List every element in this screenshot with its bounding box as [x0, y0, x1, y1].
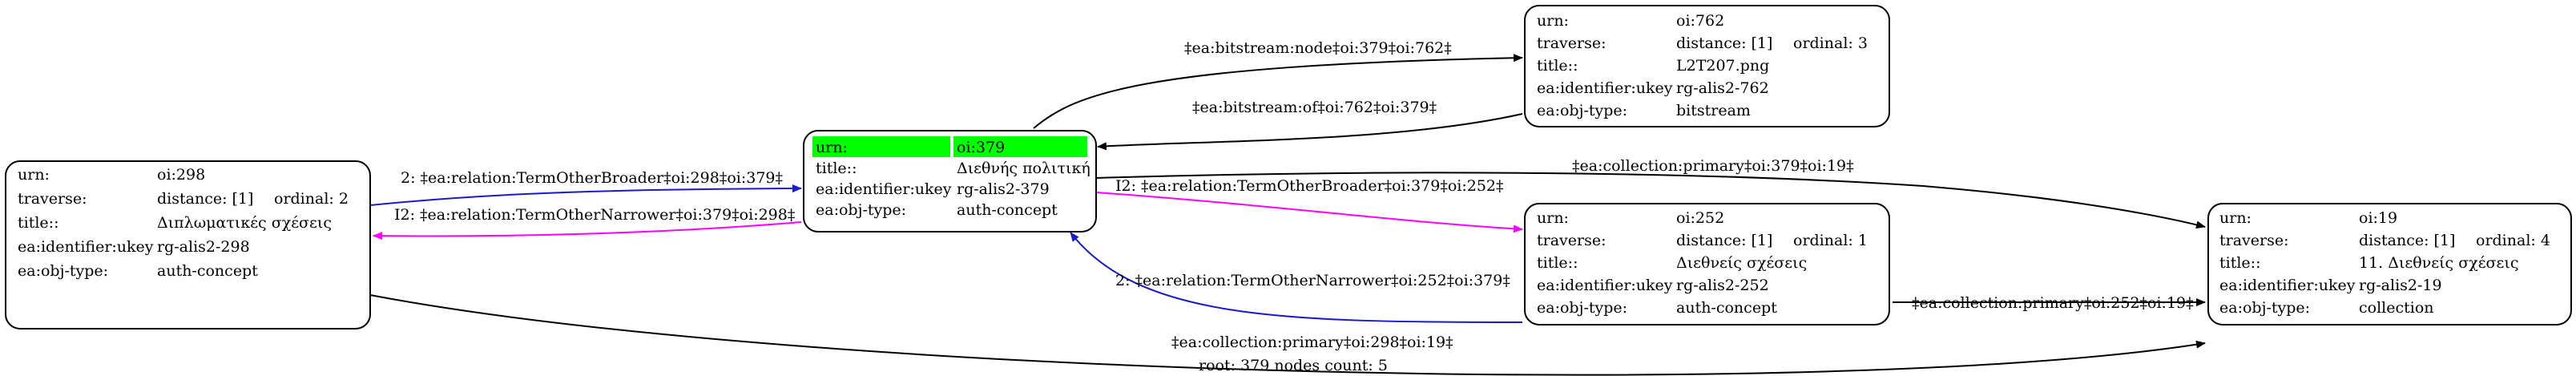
node-row-label: traverse: — [1537, 34, 1606, 52]
node-row-label: ea:identifier:ukey — [1537, 277, 1673, 294]
node-row-label: ea:obj-type: — [18, 262, 108, 280]
edge-252-to-379 — [1070, 232, 1523, 323]
node-row-value: collection — [2359, 299, 2434, 317]
node-row-label: ea:obj-type: — [816, 201, 906, 219]
edge-379-to-252 — [1095, 192, 1523, 233]
node-row-label: urn: — [2219, 209, 2251, 227]
node-oi-19[interactable]: urn: oi:19 traverse: distance: [1] ordin… — [2207, 203, 2572, 325]
edge-label-379-19: ‡ea:collection:primary‡oi:379‡oi:19‡ — [1572, 157, 1854, 175]
node-row-label: title:: — [1537, 57, 1578, 75]
highlight-cell-key — [812, 136, 950, 157]
graph-caption: root: 379 nodes count: 5 — [1199, 357, 1388, 374]
edge-label-298-379: 2: ‡ea:relation:TermOtherBroader‡oi:298‡… — [401, 169, 783, 187]
node-row-value: rg-alis2-298 — [157, 238, 250, 256]
edge-762-to-379 — [1097, 113, 1523, 151]
node-oi-252[interactable]: urn: oi:252 traverse: distance: [1] ordi… — [1524, 203, 1890, 325]
node-box — [1524, 5, 1890, 127]
node-row-label: title:: — [816, 160, 857, 177]
node-row-value: distance: [1] — [1676, 34, 1772, 52]
node-row-label: ea:obj-type: — [1537, 299, 1627, 317]
edge-label-252-379: 2: ‡ea:relation:TermOtherNarrower‡oi:252… — [1115, 272, 1510, 289]
node-row-value: auth-concept — [957, 201, 1058, 219]
node-row-label: traverse: — [2219, 232, 2289, 249]
node-row-label: urn: — [816, 139, 848, 156]
node-row-label: ea:identifier:ukey — [18, 238, 154, 256]
node-row-value: rg-alis2-379 — [957, 180, 1050, 198]
node-row-label: ea:obj-type: — [2219, 299, 2310, 317]
node-box — [2207, 203, 2572, 325]
node-row-value: 11. Διεθνείς σχέσεις — [2359, 254, 2518, 272]
node-row-label: urn: — [18, 166, 50, 184]
node-row-value: oi:379 — [957, 139, 1005, 156]
node-row-value: Διπλωματικές σχέσεις — [157, 214, 332, 232]
node-row-label: ea:identifier:ukey — [1537, 79, 1673, 97]
node-row-label: traverse: — [1537, 232, 1606, 249]
node-row-value: distance: [1] — [1676, 232, 1772, 249]
node-row-label: urn: — [1537, 209, 1569, 227]
node-row-value: Διεθνής πολιτική — [957, 160, 1090, 177]
edge-label-298-19: ‡ea:collection:primary‡oi:298‡oi:19‡ — [1171, 334, 1453, 351]
node-oi-762[interactable]: urn: oi:762 traverse: distance: [1] ordi… — [1524, 5, 1890, 127]
node-row-value: oi:762 — [1676, 12, 1724, 30]
node-oi-379[interactable]: urn: oi:379 title:: Διεθνής πολιτική ea:… — [803, 130, 1097, 232]
edge-label-252-19: ‡ea:collection:primary‡oi:252‡oi:19‡ — [1912, 294, 2194, 312]
highlight-cell-value — [953, 136, 1087, 157]
node-box — [1524, 203, 1890, 325]
edge-label-379-762: ‡ea:bitstream:node‡oi:379‡oi:762‡ — [1184, 39, 1452, 57]
node-row-extra: ordinal: 3 — [1793, 34, 1868, 52]
edges-layer — [369, 54, 2206, 376]
node-row-value: oi:19 — [2359, 209, 2397, 227]
node-row-value: rg-alis2-762 — [1676, 79, 1769, 97]
node-oi-298[interactable]: urn: oi:298 traverse: distance: [1] ordi… — [5, 160, 371, 330]
edge-379-to-19 — [1095, 172, 2206, 229]
node-box — [5, 160, 371, 330]
node-row-value: auth-concept — [157, 262, 258, 280]
edge-298-to-19 — [369, 294, 2206, 376]
node-row-extra: ordinal: 4 — [2476, 232, 2550, 249]
edge-label-379-298: I2: ‡ea:relation:TermOtherNarrower‡oi:37… — [394, 206, 795, 224]
edge-379-to-762 — [1033, 54, 1523, 129]
node-row-extra: ordinal: 2 — [274, 190, 349, 208]
node-row-label: title:: — [2219, 254, 2260, 272]
node-row-value: auth-concept — [1676, 299, 1777, 317]
node-row-value: oi:252 — [1676, 209, 1724, 227]
node-row-label: title:: — [18, 214, 58, 232]
node-row-value: L2T207.png — [1676, 57, 1769, 75]
node-row-value: rg-alis2-19 — [2359, 277, 2442, 294]
node-row-value: distance: [1] — [2359, 232, 2455, 249]
node-row-label: ea:identifier:ukey — [2219, 277, 2356, 294]
node-row-value: rg-alis2-252 — [1676, 277, 1769, 294]
node-row-label: urn: — [1537, 12, 1569, 30]
node-row-extra: ordinal: 1 — [1793, 232, 1868, 249]
edge-298-to-379 — [369, 184, 802, 206]
edge-379-to-298 — [373, 221, 802, 241]
edge-labels: ‡ea:bitstream:node‡oi:379‡oi:762‡ ‡ea:bi… — [394, 39, 2194, 351]
edge-label-762-379: ‡ea:bitstream:of‡oi:762‡oi:379‡ — [1192, 99, 1437, 116]
node-row-label: ea:obj-type: — [1537, 102, 1627, 119]
node-row-label: ea:identifier:ukey — [816, 180, 952, 198]
edge-label-379-252: I2: ‡ea:relation:TermOtherBroader‡oi:379… — [1115, 177, 1504, 195]
node-row-label: title:: — [1537, 254, 1578, 272]
node-row-value: Διεθνείς σχέσεις — [1676, 254, 1807, 272]
node-row-value: distance: [1] — [157, 190, 253, 208]
node-row-label: traverse: — [18, 190, 87, 208]
node-row-value: bitstream — [1676, 102, 1751, 119]
node-row-value: oi:298 — [157, 166, 205, 184]
